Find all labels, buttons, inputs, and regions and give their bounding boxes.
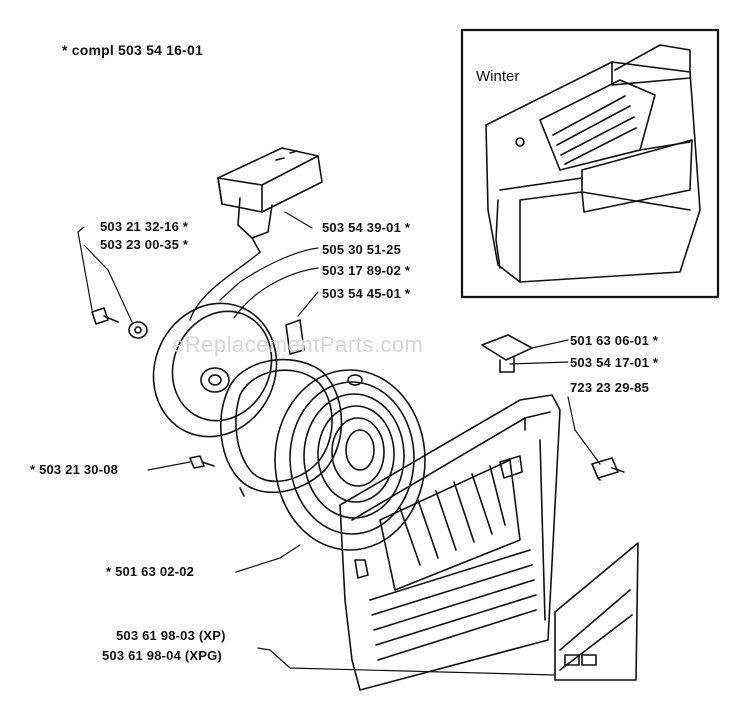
part-label-505-30-51-25: 505 30 51-25 [322,242,402,257]
screw-and-washer [91,307,148,339]
winter-cover-drawing [485,44,701,283]
watermark: eReplacementParts.com [172,332,424,357]
part-label-503-61-98-04: 503 61 98-04 (XPG) [102,648,222,663]
leader-lines [77,211,601,676]
part-label-503-54-45-01: 503 54 45-01 * [322,286,411,301]
cover-screw-drawing [591,457,625,481]
starter-cover-drawing [339,394,561,691]
kit-label: * compl 503 54 16-01 [62,42,203,58]
part-label-503-21-32-16: 503 21 32-16 * [100,219,189,234]
pulley-drawing [152,302,278,438]
part-label-503-61-98-03: 503 61 98-03 (XP) [116,628,226,643]
part-label-501-63-06-01: 501 63 06-01 * [570,333,659,348]
decal-drawing [554,542,639,681]
fitting-drawing [481,334,533,373]
part-label-503-54-39-01: 503 54 39-01 * [322,220,411,235]
part-label-503-17-89-02: 503 17 89-02 * [322,263,411,278]
starter-handle-drawing [217,147,323,253]
part-label-503-54-17-01: 503 54 17-01 * [570,355,659,370]
inset-frame [460,28,720,299]
inset-title: Winter [476,68,520,85]
part-label-503-21-30-08: * 503 21 30-08 [30,462,119,477]
part-label-501-63-02-02: * 501 63 02-02 [106,564,195,579]
part-label-723-23-29-85: 723 23 29-85 [570,380,650,395]
starter-rope [189,251,261,321]
small-screw-drawing [189,455,215,469]
recoil-spring-drawing [274,369,426,551]
part-label-503-23-00-35: 503 23 00-35 * [100,237,189,252]
